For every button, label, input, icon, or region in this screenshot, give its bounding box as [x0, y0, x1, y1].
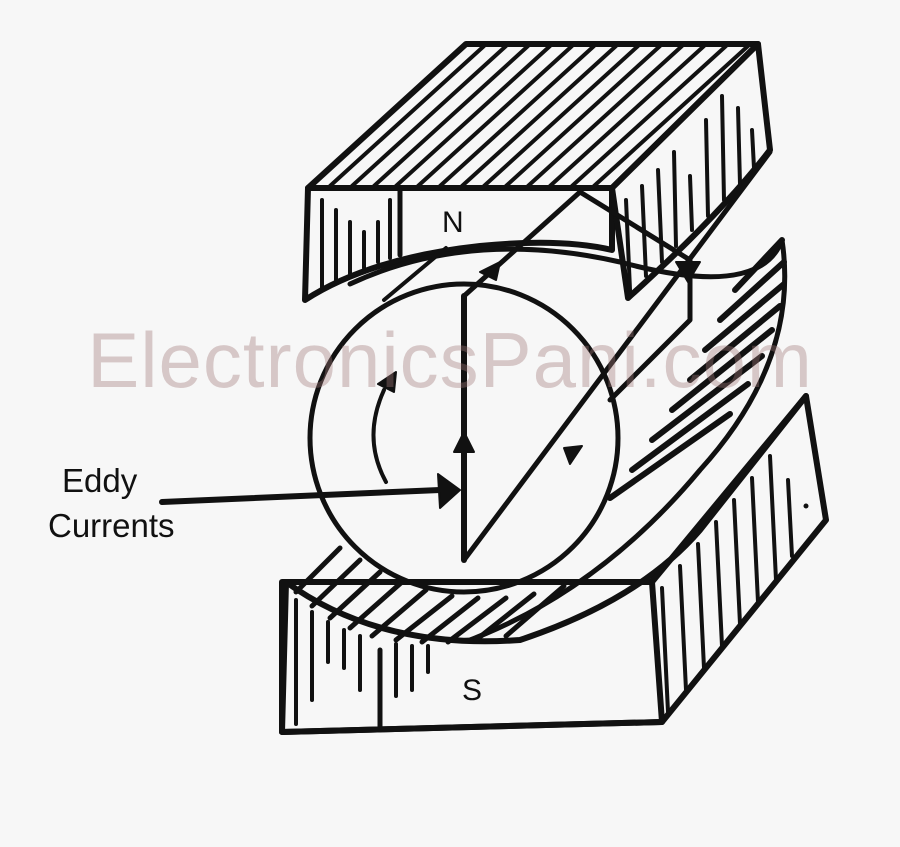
rotation-arrow: [371, 371, 397, 484]
callout-arrowhead: [437, 473, 461, 509]
eddy-currents-callout: Eddy Currents: [48, 462, 461, 544]
disc-rim-hatching: [607, 237, 787, 501]
north-top-hatching: [328, 44, 750, 188]
north-side-hatching: [624, 94, 756, 292]
loop-arrow-diagonal: [563, 445, 583, 465]
loop-arrow-right: [675, 261, 701, 283]
north-front-hatching: [320, 198, 392, 292]
callout-pointer-line: [159, 487, 443, 505]
south-pole-label: S: [462, 674, 482, 707]
north-pole-block: N: [302, 41, 773, 303]
north-pole-label: N: [442, 206, 464, 239]
south-side-hatching: [660, 454, 794, 714]
south-pole-block: S: [279, 393, 829, 735]
eddy-current-loop: [453, 149, 773, 563]
callout-label-eddy: Eddy: [62, 462, 138, 499]
callout-label-currents: Currents: [48, 507, 175, 544]
loop-arrow-up: [453, 431, 475, 453]
loop-arrow-top: [479, 261, 501, 281]
south-front-hatching: [294, 598, 430, 726]
